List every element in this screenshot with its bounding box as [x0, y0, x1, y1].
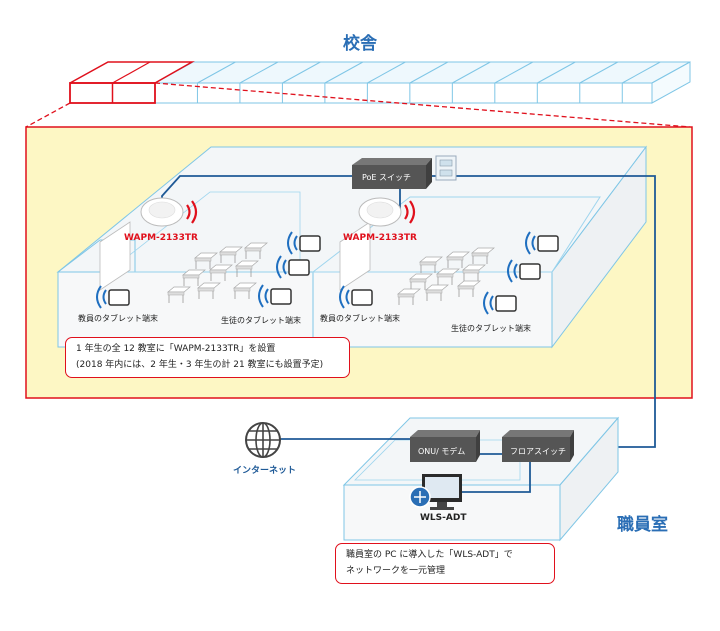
staffroom-callout-line1: 職員室の PC に導入した「WLS-ADT」で [346, 550, 513, 560]
desk [419, 256, 443, 273]
tablet-device [483, 291, 517, 315]
onu-modem [410, 430, 480, 462]
ap-label-2: WAPM-2133TR [343, 233, 417, 243]
desk [436, 268, 460, 285]
room-divider-top [622, 61, 661, 84]
staffroom-cables [280, 438, 531, 493]
wall-outlet [435, 155, 457, 181]
desk [446, 251, 470, 268]
wifi-waves [525, 231, 536, 255]
wifi-waves [287, 231, 298, 255]
wifi-waves [276, 255, 287, 279]
building-title: 校舎 [343, 34, 377, 54]
ap-label-1: WAPM-2133TR [124, 233, 198, 243]
globe-icon [245, 422, 281, 458]
room-divider-top [367, 61, 406, 84]
staffroom-box [342, 416, 620, 542]
ap-wifi-waves [186, 200, 416, 224]
student-tablet-label-2: 生徒のタブレット端末 [451, 324, 531, 333]
floor-switch-label: フロアスイッチ [510, 447, 566, 456]
floor-switch [502, 430, 574, 462]
onu-label: ONU/ モデム [418, 447, 466, 456]
wifi-waves [258, 284, 269, 308]
room-divider-top [239, 61, 279, 84]
tablet-device [525, 231, 559, 255]
desk [194, 252, 218, 269]
wifi-waves [339, 285, 350, 309]
room-divider-top [494, 61, 534, 84]
poe-switch-label: PoE スイッチ [362, 173, 412, 182]
room-divider-top [409, 61, 449, 84]
desk [233, 282, 257, 299]
room-divider-top [324, 61, 364, 84]
tablet-device [276, 255, 310, 279]
zoom-line-right [154, 82, 691, 128]
poe-switch [352, 158, 432, 189]
staffroom-callout: 職員室の PC に導入した「WLS-ADT」で ネットワークを一元管理 [335, 543, 555, 584]
teacher-tablet-label-1: 教員のタブレット端末 [78, 314, 158, 323]
desk [167, 286, 191, 303]
staffroom-callout-line2: ネットワークを一元管理 [346, 566, 446, 576]
tablet-device [96, 285, 130, 309]
tablet-device [507, 259, 541, 283]
desk [409, 273, 433, 290]
tablet-device [339, 285, 373, 309]
desk [397, 288, 421, 305]
room-divider-top [579, 61, 619, 84]
classroom-callout-line1: 1 年生の全 12 教室に「WAPM-2133TR」を設置 [76, 344, 276, 354]
wifi-waves [483, 291, 494, 315]
desk [244, 242, 268, 259]
school-building [69, 61, 691, 104]
staffroom-title: 職員室 [617, 515, 668, 535]
zoom-line-left [25, 102, 71, 128]
internet-label: インターネット [233, 466, 297, 476]
wifi-waves [507, 259, 518, 283]
room-divider-top [452, 61, 491, 84]
desk [457, 280, 481, 297]
tablet-device [258, 284, 292, 308]
desk [182, 269, 206, 286]
desk [425, 284, 449, 301]
classroom-box [56, 145, 648, 349]
wls-adt-pc [409, 474, 462, 510]
desk [235, 260, 259, 277]
tablet-device [287, 231, 321, 255]
desk [462, 264, 486, 281]
student-tablet-label-1: 生徒のタブレット端末 [221, 316, 301, 325]
classroom-callout-line2: (2018 年内には、2 年生・3 年生の計 21 教室にも設置予定) [76, 360, 324, 370]
teacher-tablet-label-2: 教員のタブレット端末 [320, 314, 400, 323]
desk [209, 264, 233, 281]
pc-label: WLS-ADT [420, 513, 467, 523]
room-divider-top [537, 61, 576, 84]
desk [197, 282, 221, 299]
desk [471, 247, 495, 264]
classroom-callout: 1 年生の全 12 教室に「WAPM-2133TR」を設置 (2018 年内には… [65, 337, 350, 378]
wifi-waves [96, 285, 107, 309]
room-divider-top [282, 61, 321, 84]
access-point-2 [358, 197, 402, 227]
access-point-1 [140, 197, 184, 227]
room-divider-top [197, 61, 236, 84]
desk [219, 246, 243, 263]
